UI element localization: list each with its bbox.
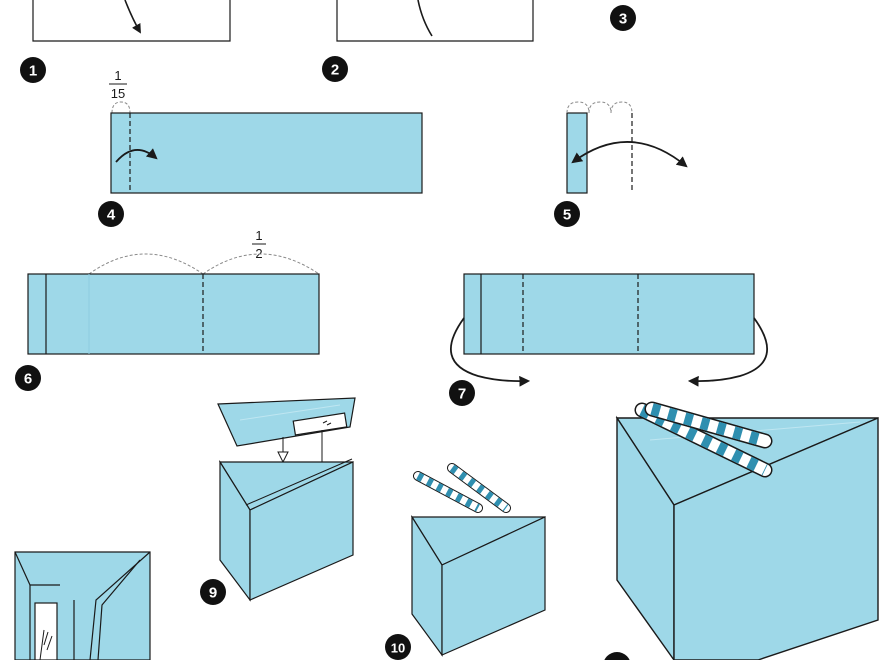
box-front-face [673,416,879,660]
fraction-numerator: 1 [255,228,262,243]
box-left-face [616,415,675,660]
step-badge-10: 10 [385,634,411,660]
step-number: 7 [458,386,466,403]
step-badge-7: 7 [449,380,475,406]
fraction-label: 1 2 [252,228,266,261]
step-6-diagram: 1 2 [27,228,320,355]
step-badge-circle [449,380,475,406]
paper-strip [110,112,423,194]
fraction-numerator: 1 [114,68,121,83]
step-badge-circle [554,201,580,227]
striped-straw-icon [644,401,773,449]
measure-arc [588,101,612,114]
step-number: 10 [391,641,405,656]
step-number: 4 [107,207,116,224]
measure-arc [88,253,204,275]
striped-straw-icon [634,402,773,478]
curved-arrow-icon [449,317,531,387]
box-flap-edge [97,559,141,660]
step-badge-11: 11 [604,652,630,660]
fraction-denominator: 2 [255,246,262,261]
curved-arrow-icon [124,0,141,34]
lid-tab [292,412,348,436]
box-slot [34,602,58,660]
step-badge-circle [610,5,636,31]
step-2-diagram [336,0,534,42]
paper-strip [27,273,320,355]
step-badge-5: 5 [554,201,580,227]
curved-arrow-icon [115,148,158,163]
step-number: 3 [619,11,627,28]
step-badge-1: 1 [20,57,46,83]
step-2-paper [336,0,534,42]
step-8-diagram [14,551,151,660]
crease-line [239,404,341,421]
step-11-diagram [615,401,879,660]
measure-arc [610,101,633,114]
step-badge-3: 3 [610,5,636,31]
paper-strip [463,273,755,355]
step-badge-4: 4 [98,201,124,227]
step-4-diagram: 1 15 [109,68,423,194]
step-1-diagram [32,0,231,42]
step-10-diagram [410,463,546,657]
step-number: 2 [331,62,339,79]
box-lid-edge [245,458,353,506]
step-number: 1 [29,63,37,80]
box-front-face [441,516,546,656]
pleat-lines [322,420,332,426]
striped-straw-icon [413,471,483,513]
step-5-diagram [566,101,688,194]
striped-straw-icon [447,463,511,513]
down-arrow-icon [277,451,289,464]
step-badge-circle [604,652,630,660]
step-number: 11 [610,658,624,660]
step-badge-circle [98,201,124,227]
measure-arc [202,253,320,275]
box-flap-edge [89,551,151,660]
step-badge-circle [15,365,41,391]
measure-arc [566,101,590,114]
step-badge-9: 9 [200,579,226,605]
step-badge-circle [200,579,226,605]
step-badge-circle [322,56,348,82]
curved-arrow-icon [687,317,769,387]
step-number: 6 [24,371,32,388]
lid-piece [217,397,356,447]
step-badge-2: 2 [322,56,348,82]
fold-curve-line [417,0,433,37]
step-1-paper [32,0,231,42]
step-7-diagram [449,273,769,387]
measure-arc [111,101,131,114]
fraction-label: 1 15 [109,68,127,101]
step-9-diagram [217,397,356,602]
step-badge-6: 6 [15,365,41,391]
double-curved-arrow-icon [571,141,688,168]
step-number: 5 [563,207,571,224]
step-badge-circle [385,634,411,660]
folded-strip-edge [566,112,588,194]
step-number: 9 [209,585,217,602]
pleat-lines [39,629,53,660]
fraction-denominator: 15 [111,86,125,101]
box-front-face [249,461,354,601]
step-badge-circle [20,57,46,83]
